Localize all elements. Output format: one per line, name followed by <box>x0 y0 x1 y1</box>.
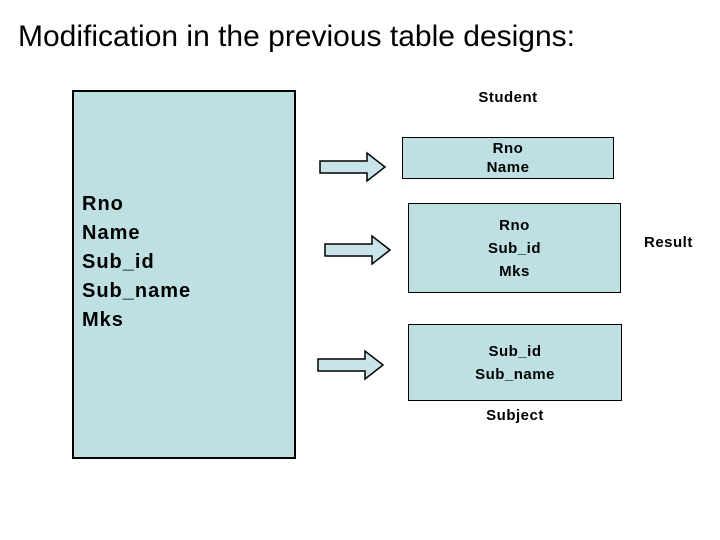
student-table-box: Rno Name <box>402 137 614 179</box>
slide-title: Modification in the previous table desig… <box>18 20 575 53</box>
subject-table-box: Sub_id Sub_name <box>408 324 622 401</box>
right-block-arrow-icon <box>317 349 385 381</box>
source-attribute: Sub_id <box>82 251 155 273</box>
subject-table-label: Subject <box>486 407 544 424</box>
table-attribute: Sub_id <box>488 342 542 360</box>
result-table-box: Rno Sub_id Mks <box>408 203 621 293</box>
right-block-arrow-icon <box>324 234 392 266</box>
source-attribute: Sub_name <box>82 280 192 302</box>
table-attribute: Sub_id <box>487 239 541 257</box>
result-table-label: Result <box>644 234 693 251</box>
source-table-box: Rno Name Sub_id Sub_name Mks <box>72 90 296 459</box>
table-attribute: Rno <box>499 216 530 234</box>
source-attribute: Rno <box>82 193 124 215</box>
table-attribute: Sub_name <box>475 365 555 383</box>
table-attribute: Mks <box>499 262 530 280</box>
source-attribute: Name <box>82 222 141 244</box>
table-attribute: Name <box>486 159 530 176</box>
right-block-arrow-icon <box>319 151 387 183</box>
student-table-label: Student <box>478 89 538 106</box>
source-attribute: Mks <box>82 309 124 331</box>
table-attribute: Rno <box>492 140 524 157</box>
